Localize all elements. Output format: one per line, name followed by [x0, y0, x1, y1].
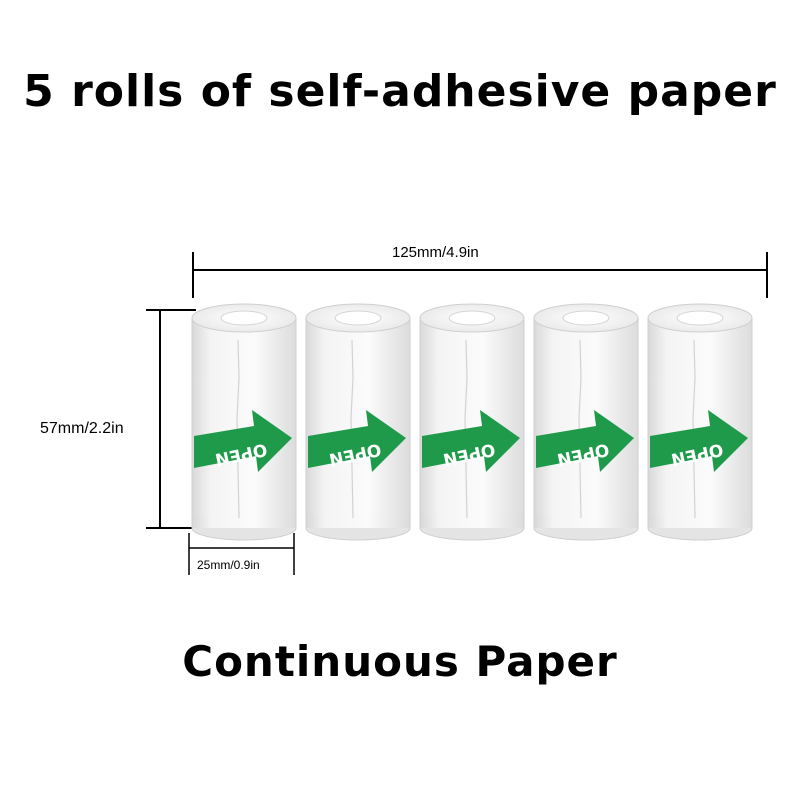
paper-roll: OPEN — [533, 303, 639, 541]
height-dimension-line — [146, 309, 196, 529]
paper-roll: OPEN — [305, 303, 411, 541]
open-arrow-icon — [194, 410, 292, 472]
open-arrow-icon — [536, 410, 634, 472]
height-label: 57mm/2.2in — [40, 420, 124, 437]
paper-roll: OPEN — [191, 303, 297, 541]
open-arrow-icon — [650, 410, 748, 472]
product-title: 5 rolls of self-adhesive paper — [23, 66, 777, 117]
paper-roll: OPEN — [419, 303, 525, 541]
open-arrow-icon — [422, 410, 520, 472]
open-arrow-icon — [308, 410, 406, 472]
paper-roll: OPEN — [647, 303, 753, 541]
width-label: 125mm/4.9in — [392, 244, 479, 261]
width-dimension-line — [192, 252, 768, 298]
depth-dimension-line — [188, 533, 295, 575]
depth-label: 25mm/0.9in — [197, 558, 260, 572]
product-subtitle: Continuous Paper — [182, 637, 618, 686]
